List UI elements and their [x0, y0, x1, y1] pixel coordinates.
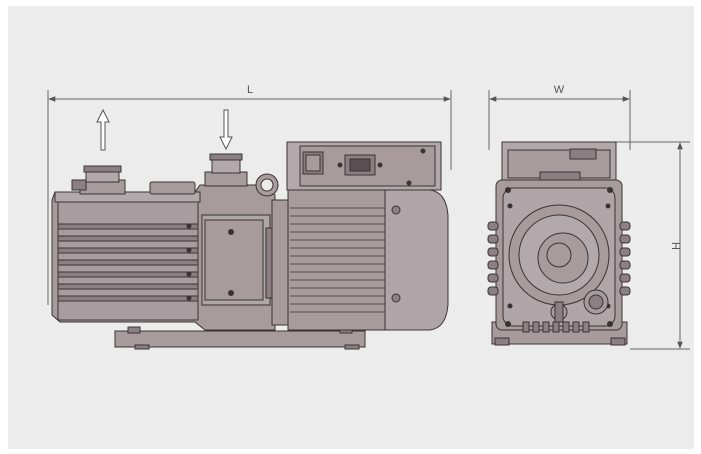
power-socket-icon — [337, 154, 383, 176]
height-label: H — [669, 242, 681, 250]
arrow-up-icon — [96, 108, 110, 151]
length-label: L — [247, 84, 253, 96]
pump-end-view — [487, 141, 631, 346]
drawing-canvas: L W H — [8, 6, 694, 449]
width-label: W — [554, 84, 565, 96]
dimension-length — [47, 90, 452, 305]
end-side-ribs — [487, 221, 631, 296]
dimension-height — [615, 141, 690, 350]
arrow-down-icon — [219, 109, 233, 151]
dimension-width — [488, 90, 631, 150]
power-switch-icon — [302, 151, 324, 175]
motor-ribs — [290, 207, 388, 313]
cooling-fins — [57, 223, 199, 302]
pump-dimension-drawing: L W H — [47, 84, 690, 350]
pump-side-view — [51, 141, 449, 350]
